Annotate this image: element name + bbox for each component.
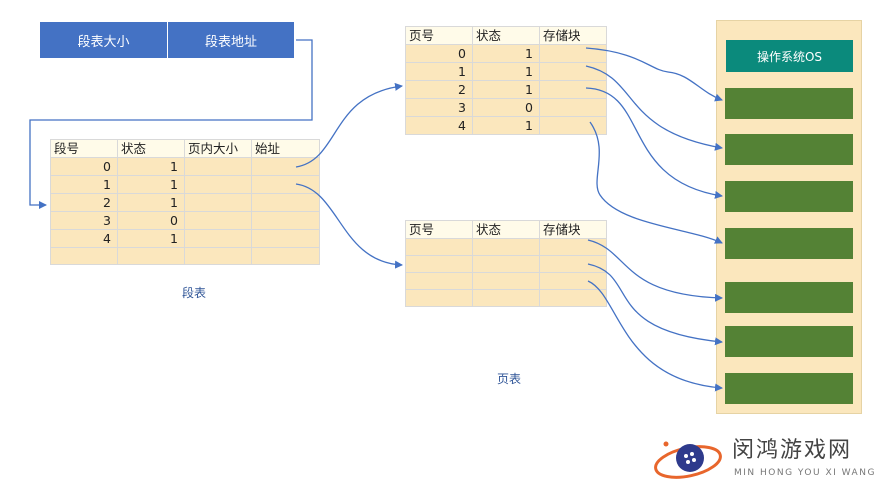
table-cell xyxy=(472,272,540,290)
arrow-register-to-segment-table xyxy=(29,39,313,209)
column-header: 状态 xyxy=(472,26,540,45)
arrow-pt1-row1 xyxy=(585,65,723,151)
table-cell xyxy=(251,175,320,194)
table-cell xyxy=(251,229,320,248)
column-header: 状态 xyxy=(117,139,185,158)
watermark-logo-icon xyxy=(654,441,722,479)
table-cell: 1 xyxy=(117,157,185,176)
table-header-row: 页号状态存储块 xyxy=(405,26,607,45)
table-cell: 1 xyxy=(472,116,540,135)
arrow-pt1-row2 xyxy=(585,87,723,199)
memory-block xyxy=(725,326,853,357)
table-cell: 1 xyxy=(50,175,118,194)
arrow-pt2-row0 xyxy=(587,239,723,302)
table-cell: 0 xyxy=(405,44,473,63)
watermark-title: 闵鸿游戏网 xyxy=(732,438,853,463)
arrow-pt2-row2 xyxy=(587,280,723,392)
table-cell: 2 xyxy=(50,193,118,212)
memory-block xyxy=(725,282,853,313)
table-cell xyxy=(405,238,473,256)
table-cell xyxy=(251,247,320,265)
arrow-pt1-row4 xyxy=(589,121,723,244)
table-row xyxy=(405,238,607,256)
table-cell: 1 xyxy=(472,80,540,99)
segment-table-address-cell: 段表地址 xyxy=(168,22,295,58)
arrow-pt2-row1 xyxy=(587,263,723,346)
table-cell xyxy=(539,116,607,135)
table-cell xyxy=(405,272,473,290)
table-cell xyxy=(50,247,118,265)
table-cell xyxy=(184,211,252,230)
memory-block xyxy=(725,181,853,212)
arrow-seg0-to-page-table-1 xyxy=(295,82,403,168)
memory-block xyxy=(725,88,853,119)
table-cell: 1 xyxy=(117,229,185,248)
table-cell xyxy=(539,255,607,273)
memory-block xyxy=(725,134,853,165)
table-cell: 3 xyxy=(50,211,118,230)
table-cell xyxy=(405,289,473,307)
table-cell: 2 xyxy=(405,80,473,99)
memory-block xyxy=(725,373,853,404)
table-cell: 1 xyxy=(472,44,540,63)
table-cell xyxy=(251,157,320,176)
table-row xyxy=(50,247,320,265)
table-row xyxy=(405,289,607,307)
table-row xyxy=(405,255,607,273)
watermark-subtitle: MIN HONG YOU XI WANG xyxy=(734,468,876,478)
table-row xyxy=(405,272,607,290)
page-table-2: 页号状态存储块 xyxy=(405,220,607,307)
table-cell: 1 xyxy=(405,62,473,81)
column-header: 页号 xyxy=(405,26,473,45)
table-cell xyxy=(472,255,540,273)
column-header: 存储块 xyxy=(539,26,607,45)
table-cell: 1 xyxy=(472,62,540,81)
page-table-caption: 页表 xyxy=(497,372,522,386)
table-cell xyxy=(184,175,252,194)
segment-table-caption: 段表 xyxy=(182,286,207,300)
table-cell xyxy=(184,229,252,248)
arrow-pt1-row0 xyxy=(585,47,723,102)
table-cell xyxy=(539,272,607,290)
arrow-seg1-to-page-table-2 xyxy=(295,183,403,269)
table-cell: 1 xyxy=(117,175,185,194)
table-cell xyxy=(472,238,540,256)
table-cell xyxy=(539,289,607,307)
table-cell xyxy=(472,289,540,307)
memory-block xyxy=(725,228,853,259)
os-block: 操作系统OS xyxy=(726,40,853,72)
table-cell xyxy=(251,211,320,230)
table-cell: 0 xyxy=(117,211,185,230)
table-cell: 4 xyxy=(405,116,473,135)
table-cell xyxy=(117,247,185,265)
table-cell: 0 xyxy=(472,98,540,117)
column-header: 页内大小 xyxy=(184,139,252,158)
segment-table-length-cell: 段表大小 xyxy=(40,22,168,58)
table-cell: 1 xyxy=(117,193,185,212)
table-cell xyxy=(251,193,320,212)
column-header: 始址 xyxy=(251,139,320,158)
